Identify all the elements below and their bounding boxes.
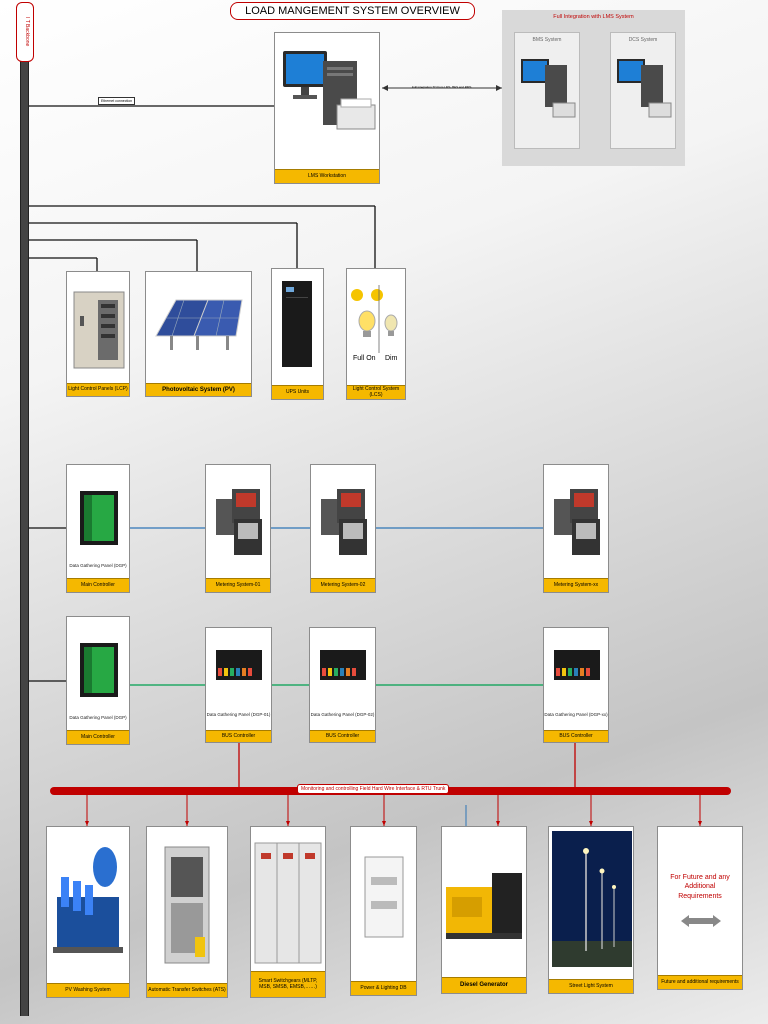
bus-module-icon xyxy=(554,650,600,680)
street-light-icon xyxy=(552,831,632,967)
lcp-caption: Light Control Panels (LCP) xyxy=(67,383,129,396)
metering-system-02[interactable]: Metering System-02 xyxy=(310,464,376,593)
integration-header: Full Integration with LMS System xyxy=(553,14,634,20)
double-arrow-icon xyxy=(681,915,721,927)
bms-label: BMS System xyxy=(532,37,562,43)
bus-module-icon xyxy=(216,650,262,680)
generator-icon xyxy=(446,873,522,939)
photovoltaic-system[interactable]: Photovoltaic System (PV) xyxy=(145,271,252,397)
main-controller-metering[interactable]: Data Gathering Panel (DGP) Main Controll… xyxy=(66,464,130,593)
bus-controller-caption: BUS Controller xyxy=(544,730,608,742)
smart-switchgears[interactable]: Smart Switchgears (MLTP, MSB, SMSB, EMSB… xyxy=(250,826,326,998)
future-caption: Future and additional requirements xyxy=(658,975,742,989)
switch-cabinet-icon xyxy=(164,846,210,964)
switchgear-icon xyxy=(254,842,322,964)
lightbulb-icon xyxy=(351,285,398,353)
ats-caption: Automatic Transfer Switches (ATS) xyxy=(147,983,227,997)
db-caption: Power & Lighting DB xyxy=(351,981,416,995)
ups-icon xyxy=(282,281,312,367)
dgp-label: Data Gathering Panel (DGP-02) xyxy=(310,712,375,717)
page-title: LOAD MANGEMENT SYSTEM OVERVIEW xyxy=(230,2,475,20)
dgp-label: Data Gathering Panel (DGP-01) xyxy=(206,712,271,717)
future-requirements[interactable]: For Future and any Additional Requiremen… xyxy=(657,826,743,990)
field-bus-label: Monitoring and controlling Field Hard Wi… xyxy=(297,784,450,794)
controller-icon xyxy=(80,491,118,545)
pump-system-icon xyxy=(53,847,123,953)
distribution-board-icon xyxy=(364,856,404,938)
light-control-system[interactable]: Full On Dim Light Control System (LCS) xyxy=(346,268,406,400)
electrical-panel-icon xyxy=(73,291,125,369)
automatic-transfer-switches[interactable]: Automatic Transfer Switches (ATS) xyxy=(146,826,228,998)
ups-units[interactable]: UPS Units xyxy=(271,268,324,400)
metering-caption: Metering System-01 xyxy=(206,578,270,592)
computer-icon xyxy=(521,59,576,118)
bus-controller-02[interactable]: Data Gathering Panel (DGP-02) BUS Contro… xyxy=(309,627,376,743)
street-light-system[interactable]: Street Light System xyxy=(548,826,634,994)
bus-module-icon xyxy=(320,650,366,680)
switchgear-caption: Smart Switchgears (MLTP, MSB, SMSB, EMSB… xyxy=(251,971,325,997)
metering-caption: Metering System-02 xyxy=(311,578,375,592)
integration-link-label: Full integration TO from LMS, BES and RM… xyxy=(412,85,472,89)
power-meter-icon xyxy=(554,489,600,555)
diesel-generator[interactable]: Diesel Generator xyxy=(441,826,527,994)
computer-icon xyxy=(617,59,672,118)
main-controller-caption: Main Controller xyxy=(67,578,129,592)
street-light-caption: Street Light System xyxy=(549,979,633,993)
dcs-system[interactable]: DCS System xyxy=(610,32,676,149)
dcs-label: DCS System xyxy=(628,37,658,43)
integration-panel: Full Integration with LMS System BMS Sys… xyxy=(502,10,685,166)
bus-controller-caption: BUS Controller xyxy=(310,730,375,742)
ups-caption: UPS Units xyxy=(272,385,323,399)
generator-caption: Diesel Generator xyxy=(442,977,526,993)
lcs-caption: Light Control System (LCS) xyxy=(347,385,405,399)
dgp-label: Data Gathering Panel (DGP) xyxy=(69,715,127,720)
main-controller-bus[interactable]: Data Gathering Panel (DGP) Main Controll… xyxy=(66,616,130,745)
power-meter-icon xyxy=(321,489,367,555)
bms-system[interactable]: BMS System xyxy=(514,32,580,149)
lms-caption: LMS Workstation xyxy=(275,169,379,183)
metering-caption: Metering System-xx xyxy=(544,578,608,592)
pv-washing-caption: PV Washing System xyxy=(47,983,129,997)
controller-icon xyxy=(80,643,118,697)
power-meter-icon xyxy=(216,489,262,555)
lms-workstation[interactable]: LMS Workstation xyxy=(274,32,380,184)
it-backbone xyxy=(20,4,29,1016)
light-control-panels[interactable]: Light Control Panels (LCP) xyxy=(66,271,130,397)
it-backbone-label-box: I T Backbone xyxy=(16,2,34,62)
dgp-label: Data Gathering Panel (DGP) xyxy=(69,563,127,568)
pv-washing-system[interactable]: PV Washing System xyxy=(46,826,130,998)
future-note: For Future and any Additional Requiremen… xyxy=(670,874,730,900)
power-lighting-db[interactable]: Power & Lighting DB xyxy=(350,826,417,996)
solar-panel-icon xyxy=(155,299,243,350)
full-on-label: Full On xyxy=(353,355,376,362)
bus-controller-01[interactable]: Data Gathering Panel (DGP-01) BUS Contro… xyxy=(205,627,272,743)
metering-system-xx[interactable]: Metering System-xx xyxy=(543,464,609,593)
bus-controller-caption: BUS Controller xyxy=(206,730,271,742)
pv-caption: Photovoltaic System (PV) xyxy=(146,383,251,396)
dim-label: Dim xyxy=(385,355,398,362)
computer-icon xyxy=(283,51,376,130)
main-controller-caption: Main Controller xyxy=(67,730,129,744)
dgp-label: Data Gathering Panel (DGP-xx) xyxy=(544,712,608,717)
ethernet-tag: Ethernet connection xyxy=(98,97,136,105)
bus-controller-xx[interactable]: Data Gathering Panel (DGP-xx) BUS Contro… xyxy=(543,627,609,743)
metering-system-01[interactable]: Metering System-01 xyxy=(205,464,271,593)
it-backbone-label: I T Backbone xyxy=(24,17,30,47)
